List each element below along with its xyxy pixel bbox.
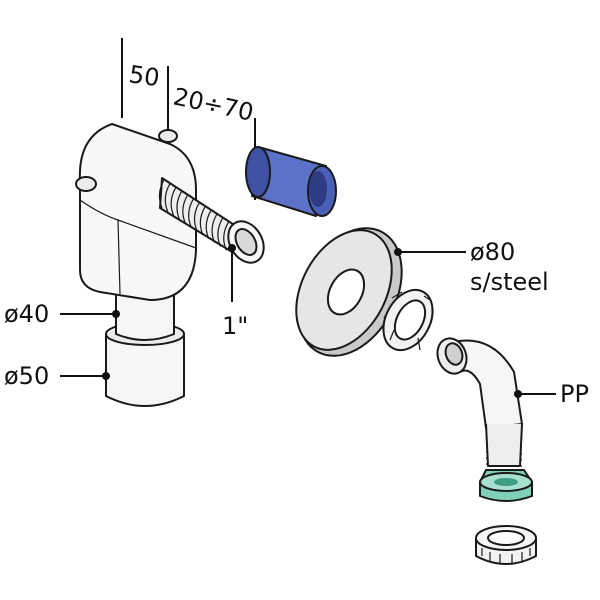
spigot-thread-line (164, 183, 171, 213)
d50-label: ø50 (4, 362, 49, 390)
union-nut (382, 288, 434, 352)
pp-elbow (436, 337, 523, 467)
steel-flange (295, 227, 403, 357)
leader-pp (514, 390, 556, 398)
spigot-thread-line (223, 222, 229, 251)
thread-label: 1" (222, 312, 248, 340)
spigot-thread-line (158, 179, 165, 209)
spigot-thread-line (170, 187, 177, 216)
leader-d80 (394, 248, 466, 256)
d40-label: ø40 (4, 300, 49, 328)
dim-range-label: 20÷70 (171, 82, 256, 126)
spigot-thread-line (182, 195, 188, 224)
dim-depth-label: 50 (127, 60, 161, 92)
mounting-lug-left (75, 176, 97, 192)
spigot-thread-line (199, 206, 206, 236)
spigot-thread-line (205, 210, 212, 240)
leader-d40 (60, 310, 120, 318)
spigot-thread-line (211, 214, 218, 243)
leader-d50 (60, 372, 110, 380)
spigot-thread-line (188, 198, 194, 228)
spigot-thread-line (176, 191, 183, 220)
threaded-spigot (158, 177, 265, 264)
teal-adapter (479, 469, 533, 502)
spigot-thread-line (217, 218, 223, 247)
pp-label: PP (560, 380, 589, 408)
mounting-lug-right (158, 129, 178, 143)
spigot-thread-line (193, 202, 200, 232)
bottom-ring-nut (475, 525, 537, 565)
d80-label: ø80 (470, 238, 515, 266)
blue-end-cap (245, 146, 337, 217)
leader-thread (228, 244, 236, 302)
siphon-housing (78, 123, 197, 301)
siphon-body (75, 123, 265, 407)
steel-label: s/steel (470, 268, 549, 296)
